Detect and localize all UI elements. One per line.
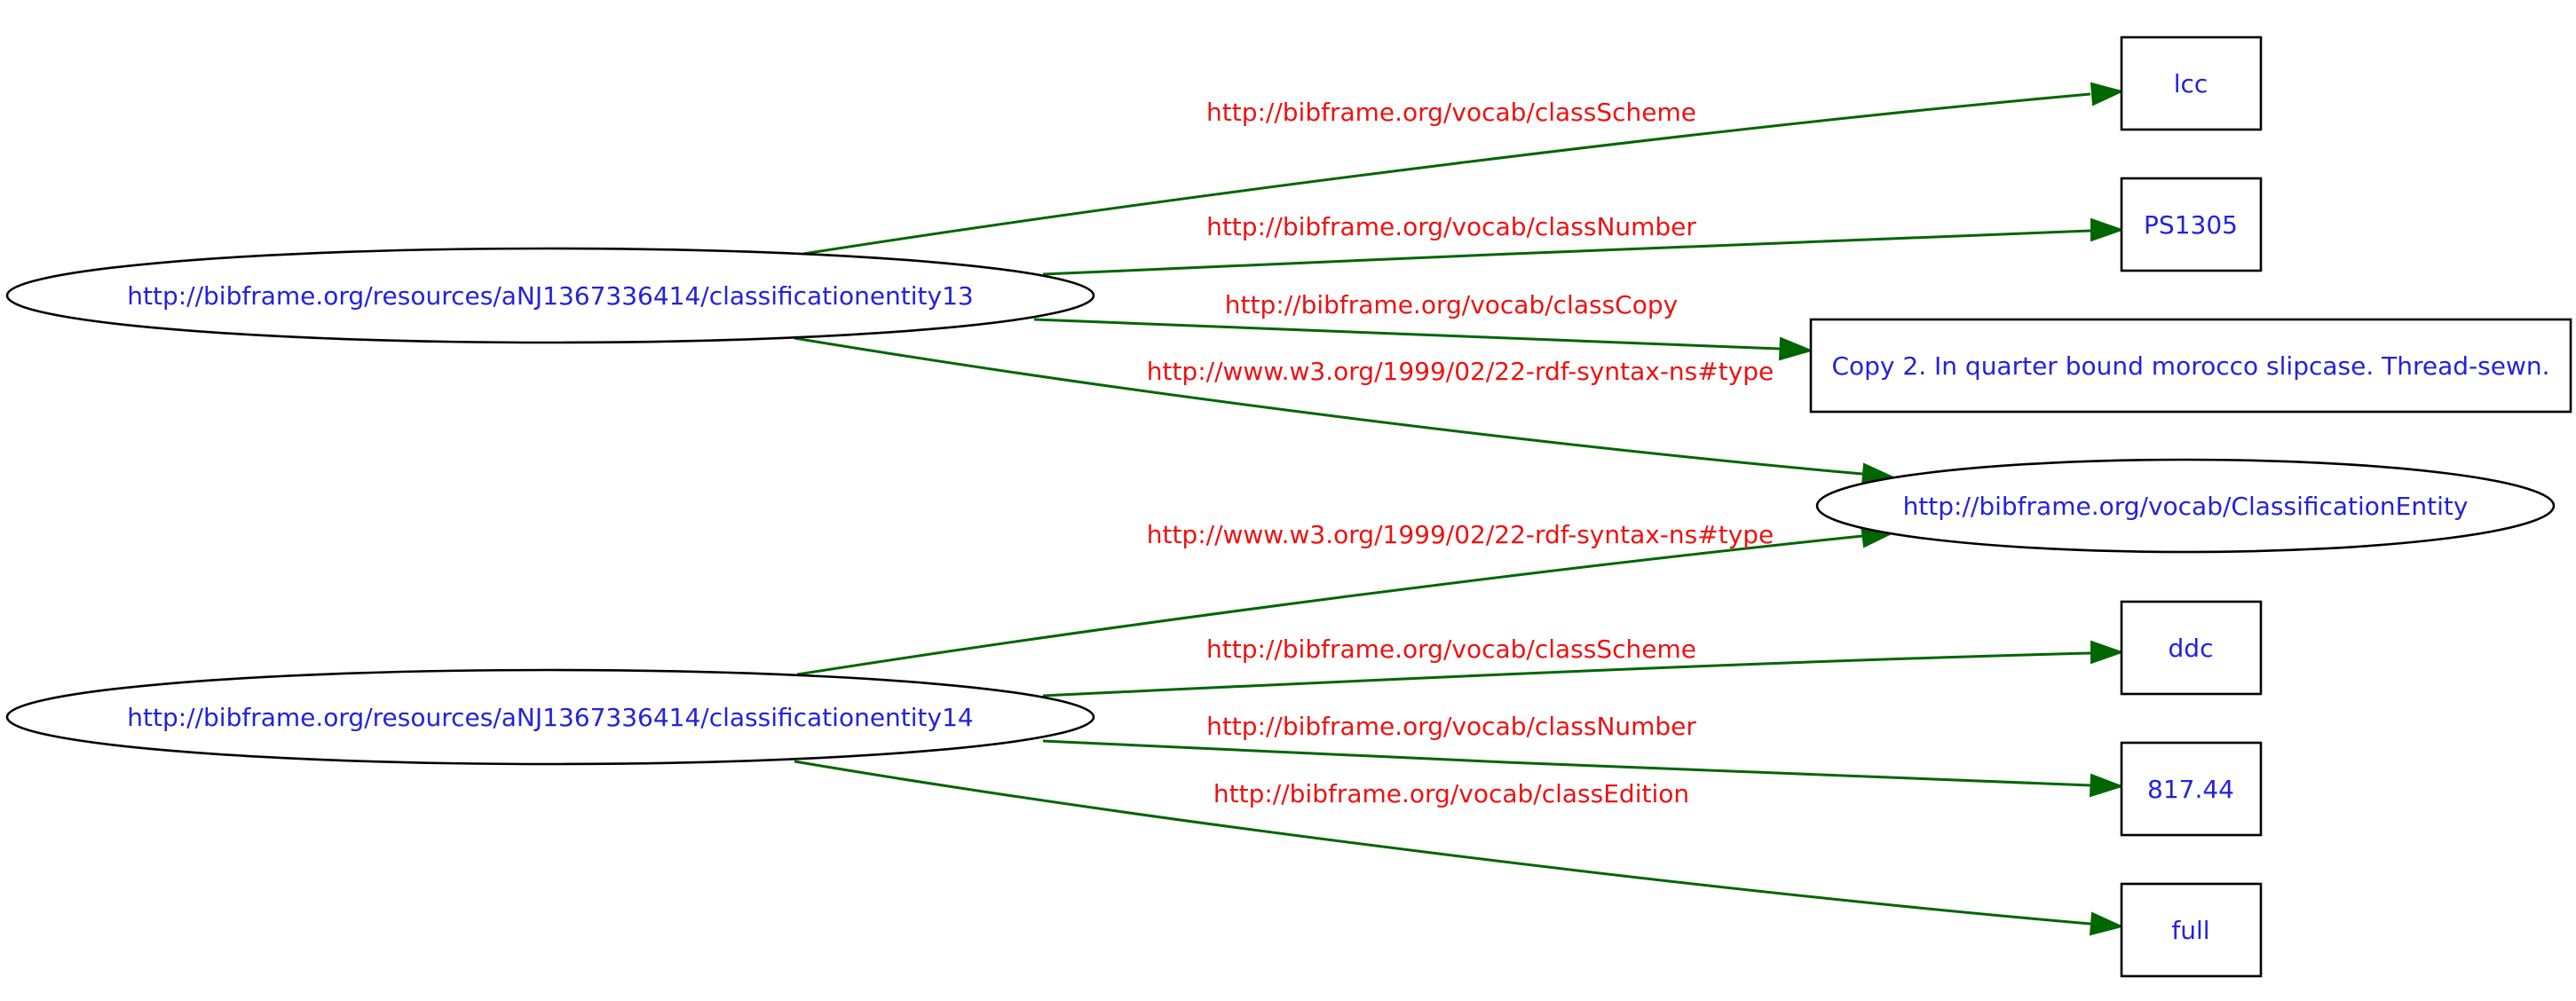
node-label: lcc [2174,69,2209,99]
arrowhead-icon [1778,336,1814,361]
edge-entity13-lcc: http://bibframe.org/vocab/classScheme [802,82,2124,256]
node-label: Copy 2. In quarter bound morocco slipcas… [1831,351,2549,381]
edge-entity14-817-44: http://bibframe.org/vocab/classNumber [1042,712,2125,798]
node-ddc: ddc [2120,600,2263,696]
node-classificationentity14: http://bibframe.org/resources/aNJ1367336… [5,668,1095,766]
node-box [2120,600,2263,696]
edge-entity14-classification-entity: http://www.w3.org/1999/02/22-rdf-syntax-… [796,520,1897,676]
edge-line [796,534,1863,676]
node-label: ddc [2169,634,2214,663]
edge-line [1033,318,1781,351]
arrowhead-icon [2089,773,2125,798]
edge-label: http://bibframe.org/vocab/classScheme [1206,98,1696,127]
edge-entity14-ddc: http://bibframe.org/vocab/classScheme [1042,634,2125,698]
node-group: http://bibframe.org/resources/aNJ1367336… [5,35,2572,978]
arrowhead-icon [2089,911,2124,936]
node-817-44: 817.44 [2120,741,2263,837]
node-box [2120,741,2263,837]
node-ps1305: PS1305 [2120,177,2263,272]
node-ellipse [5,247,1095,344]
arrowhead-icon [2090,82,2124,106]
node-full: full [2120,882,2263,978]
node-label: http://bibframe.org/vocab/Classification… [1903,492,2469,521]
edge-label: http://www.w3.org/1999/02/22-rdf-syntax-… [1147,357,1774,386]
node-lcc: lcc [2120,35,2263,131]
node-box [1809,318,2572,414]
edge-line [1042,651,2091,698]
edge-line [1042,739,2091,787]
edge-entity13-copy2: http://bibframe.org/vocab/classCopy [1033,290,1814,361]
node-box [2120,35,2263,131]
node-box [2120,882,2263,978]
node-classificationentity13: http://bibframe.org/resources/aNJ1367336… [5,247,1095,344]
node-ellipse [1815,458,2556,554]
node-box [2120,177,2263,272]
edge-line [794,760,2091,926]
edge-entity14-full: http://bibframe.org/vocab/classEdition [794,760,2124,936]
edge-group: http://bibframe.org/vocab/classScheme ht… [794,82,2125,936]
node-label: 817.44 [2147,775,2234,804]
arrowhead-icon [2090,217,2125,242]
node-classification-entity-class: http://bibframe.org/vocab/Classification… [1815,458,2556,554]
node-label: PS1305 [2144,210,2238,240]
edge-entity13-classification-entity: http://www.w3.org/1999/02/22-rdf-syntax-… [794,336,1896,487]
arrowhead-icon [2090,640,2125,665]
edge-line [1042,229,2091,276]
node-label: http://bibframe.org/resources/aNJ1367336… [127,703,973,732]
edge-label: http://www.w3.org/1999/02/22-rdf-syntax-… [1147,520,1774,549]
edge-label: http://bibframe.org/vocab/classScheme [1206,634,1696,664]
edge-label: http://bibframe.org/vocab/classEdition [1213,779,1689,808]
node-label: full [2171,916,2209,945]
node-ellipse [5,668,1095,766]
edge-label: http://bibframe.org/vocab/classCopy [1225,290,1678,319]
edge-label: http://bibframe.org/vocab/classNumber [1206,712,1696,741]
node-copy-2: Copy 2. In quarter bound morocco slipcas… [1809,318,2572,414]
edge-entity13-ps1305: http://bibframe.org/vocab/classNumber [1042,212,2125,276]
edge-line [802,92,2091,256]
edge-line [794,336,1863,476]
edge-label: http://bibframe.org/vocab/classNumber [1206,212,1696,241]
node-label: http://bibframe.org/resources/aNJ1367336… [127,281,973,311]
